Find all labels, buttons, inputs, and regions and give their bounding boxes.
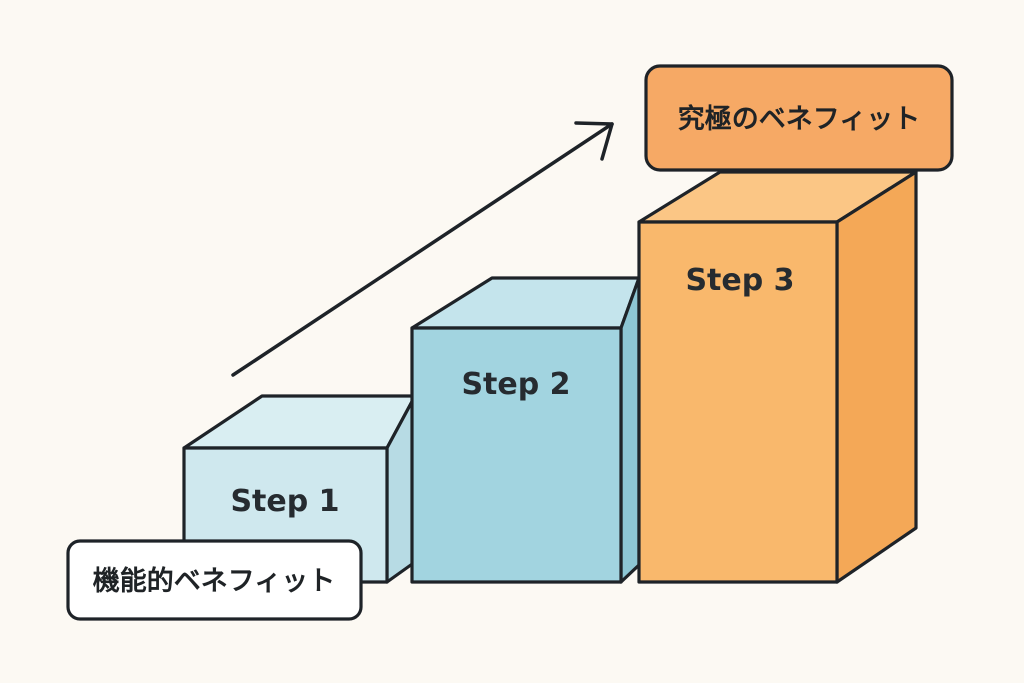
- step-2-label: Step 2: [461, 367, 570, 402]
- step-3-block: Step 3: [637, 170, 918, 584]
- step-2-block: Step 2: [410, 276, 641, 584]
- step-3-front-face: [637, 220, 839, 584]
- trend-arrow-icon: [231, 121, 614, 377]
- step-1-top-face: [182, 394, 417, 450]
- step-3-label: Step 3: [685, 263, 794, 298]
- ultimate-benefit-text: 究極のベネフィット: [678, 103, 920, 135]
- step-1-label: Step 1: [230, 484, 339, 519]
- functional-benefit-callout: 機能的ベネフィット: [66, 539, 363, 621]
- functional-benefit-text: 機能的ベネフィット: [93, 565, 335, 597]
- step-3-side-face: [835, 170, 918, 584]
- step-2-top-face: [410, 276, 641, 330]
- step-2-front-face: [410, 326, 623, 584]
- ultimate-benefit-callout: 究極のベネフィット: [644, 64, 954, 172]
- step-2-side-face: [619, 276, 641, 584]
